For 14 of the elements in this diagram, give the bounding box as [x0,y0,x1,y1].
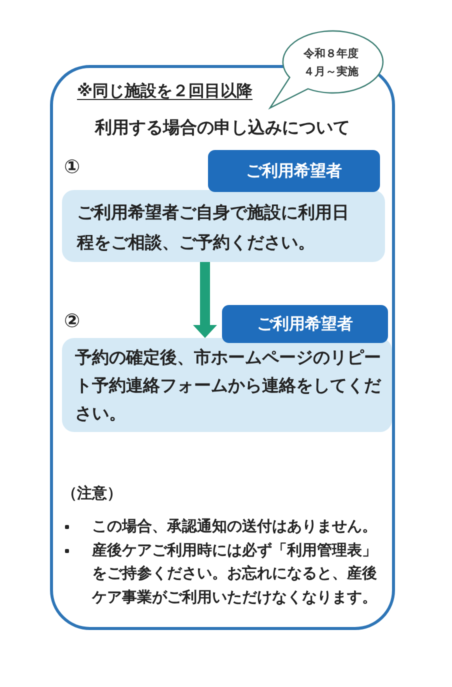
actor-tab: ご利用希望者 [208,150,380,192]
step-box: ご利用希望者ご自身で施設に利用日程をご相談、ご予約ください。 [62,190,385,262]
step-number: ① [64,156,80,178]
rounded-frame [50,65,395,630]
subheading: 利用する場合の申し込みについて [94,117,351,139]
step-number: ② [64,310,80,332]
note-text: この場合、承認通知の送付はありません。 [92,516,378,537]
note-text: 産後ケアご利用時には必ず「利用管理表」をご持参ください。お忘れになると、産後ケア事業がご利用いただけなくなります。 [92,540,378,608]
step-box: 予約の確定後、市ホームページのリピート予約連絡フォームから連絡をしてください。 [62,338,392,432]
note-heading: （注意） [62,483,123,504]
actor-tab: ご利用希望者 [222,305,388,343]
arrow [193,262,217,338]
bubble-text: 令和８年度４月～実施 [302,46,360,80]
heading: ※同じ施設を２回目以降 [77,81,253,102]
